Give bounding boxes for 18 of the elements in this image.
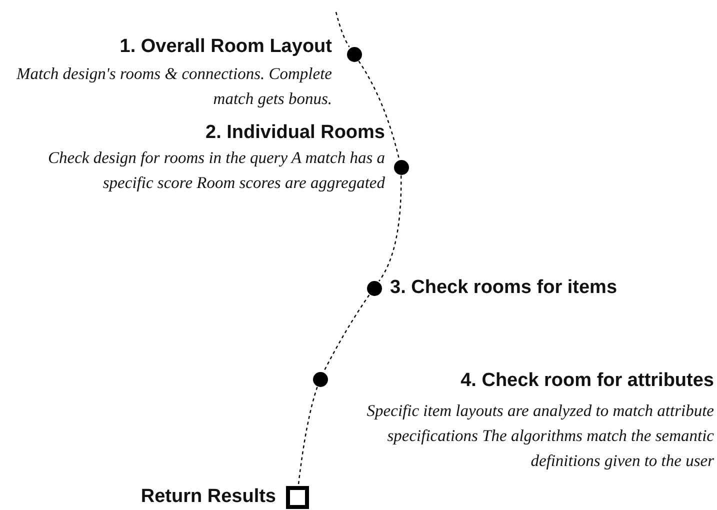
step-heading: 4. Check room for attributes (460, 370, 714, 392)
dot-marker (312, 372, 328, 386)
end-square (286, 486, 308, 508)
dotted-path-line (335, 12, 350, 48)
dotted-path-line (358, 60, 400, 159)
step-description: Specific item layouts are analyzed to match attribute specifications The algorithms match the semantic definitions given to the user (366, 400, 714, 472)
dotted-path-line (378, 176, 402, 282)
dot-marker (346, 46, 362, 62)
step-heading: 2. Individual Rooms (204, 122, 385, 144)
step-heading: Return Results (140, 486, 276, 508)
dotted-path-line (298, 386, 318, 485)
dot-marker (366, 280, 382, 296)
dotted-path-line (323, 294, 370, 372)
dot-marker (394, 160, 408, 174)
step-heading: 3. Check rooms for items (390, 277, 618, 299)
step-description: Match design's rooms & connections. Complete match gets bonus. (15, 63, 332, 110)
step-description: Check design for rooms in the query A match has a specific score Room scores are aggregated (47, 147, 385, 194)
step-heading: 1. Overall Room Layout (118, 36, 332, 58)
